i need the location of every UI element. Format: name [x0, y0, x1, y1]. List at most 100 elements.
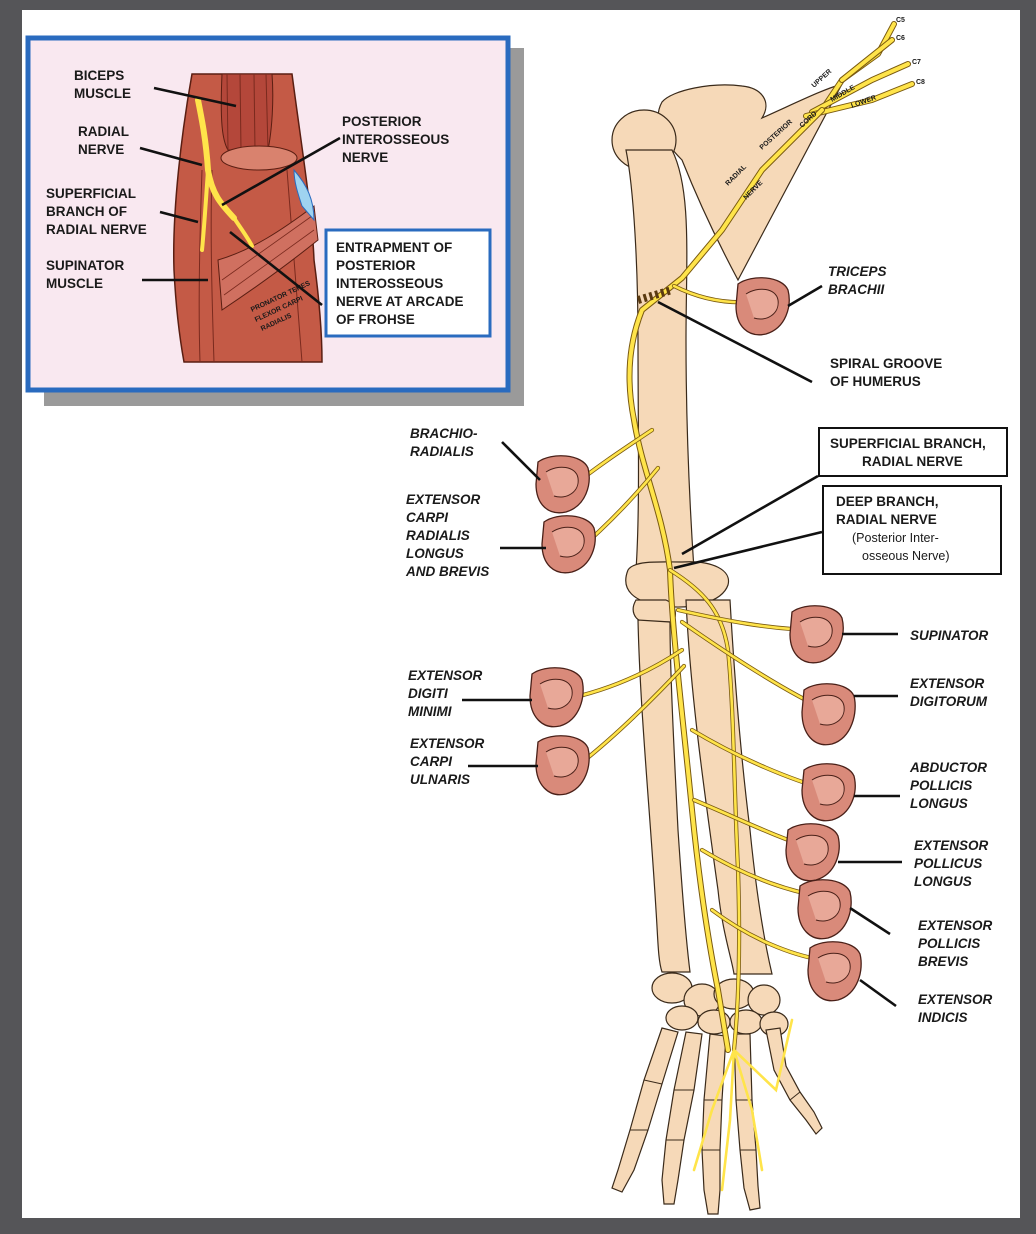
radial-nerve-leader	[139, 146, 203, 167]
svg-text:MINIMI: MINIMI	[408, 704, 452, 719]
svg-text:DIGITI: DIGITI	[408, 686, 448, 701]
label-extensor-indicis: EXTENSOR INDICIS	[918, 992, 993, 1025]
root-c5: C5	[896, 17, 905, 24]
svg-text:LONGUS: LONGUS	[406, 546, 464, 561]
brachioradialis-section	[535, 455, 590, 514]
svg-text:EXTENSOR: EXTENSOR	[918, 992, 993, 1007]
radius	[685, 599, 773, 975]
svg-text:RADIALIS: RADIALIS	[410, 444, 474, 459]
svg-text:ULNARIS: ULNARIS	[410, 772, 470, 787]
inset-panel: PRONATOR TERES FLEXOR CARPI RADIALIS BIC…	[25, 35, 524, 406]
svg-text:NERVE: NERVE	[78, 142, 124, 157]
entrapment-leader	[229, 230, 323, 307]
posterior-interosseous-leader	[221, 136, 341, 207]
ei-section	[807, 941, 862, 1002]
label-spiral-groove: SPIRAL GROOVE OF HUMERUS	[830, 356, 942, 389]
label-extensor-pollicis-brevis: EXTENSOR POLLICIS BREVIS	[918, 918, 993, 969]
ecr-section	[541, 515, 596, 574]
svg-text:RADIAL: RADIAL	[78, 124, 129, 139]
inset-label-posterior-interosseous: POSTERIOR INTEROSSEOUS NERVE	[342, 114, 449, 165]
svg-text:(Posterior Inter-: (Posterior Inter-	[852, 531, 939, 545]
svg-text:ENTRAPMENT OF: ENTRAPMENT OF	[336, 240, 452, 255]
svg-text:BRANCH OF: BRANCH OF	[46, 204, 127, 219]
svg-text:LONGUS: LONGUS	[910, 796, 968, 811]
svg-text:EXTENSOR: EXTENSOR	[410, 736, 485, 751]
trunk-upper: UPPER	[811, 68, 834, 89]
label-supinator: SUPINATOR	[910, 628, 989, 643]
root-c6: C6	[896, 35, 905, 42]
svg-text:INTEROSSEOUS: INTEROSSEOUS	[336, 276, 443, 291]
triceps-section	[735, 277, 790, 336]
superficial-branch-box: SUPERFICIAL BRANCH, RADIAL NERVE	[818, 427, 1008, 477]
deep-branch-box: DEEP BRANCH, RADIAL NERVE (Posterior Int…	[822, 485, 1002, 575]
svg-text:POLLICIS: POLLICIS	[910, 778, 972, 793]
svg-text:EXTENSOR: EXTENSOR	[408, 668, 483, 683]
svg-text:DEEP BRANCH,: DEEP BRANCH,	[836, 494, 939, 509]
svg-text:CARPI: CARPI	[406, 510, 448, 525]
label-triceps: TRICEPS BRACHII	[828, 264, 887, 297]
entrapment-box: ENTRAPMENT OF POSTERIOR INTEROSSEOUS NER…	[324, 228, 492, 338]
svg-text:RADIALIS: RADIALIS	[406, 528, 470, 543]
svg-text:DIGITORUM: DIGITORUM	[910, 694, 988, 709]
svg-text:MUSCLE: MUSCLE	[46, 276, 103, 291]
svg-text:OF FROHSE: OF FROHSE	[336, 312, 415, 327]
label-extensor-carpi-radialis: EXTENSOR CARPI RADIALIS LONGUS AND BREVI…	[405, 492, 489, 579]
epb-section	[797, 879, 852, 940]
label-extensor-digiti-minimi: EXTENSOR DIGITI MINIMI	[408, 668, 483, 719]
svg-text:BREVIS: BREVIS	[918, 954, 968, 969]
svg-text:LONGUS: LONGUS	[914, 874, 972, 889]
supinator-section	[789, 605, 844, 664]
svg-text:SUPERFICIAL BRANCH,: SUPERFICIAL BRANCH,	[830, 436, 986, 451]
svg-text:EXTENSOR: EXTENSOR	[406, 492, 481, 507]
root-c7: C7	[912, 59, 921, 66]
label-extensor-pollicus-longus: EXTENSOR POLLICUS LONGUS	[914, 838, 989, 889]
svg-text:INTEROSSEOUS: INTEROSSEOUS	[342, 132, 449, 147]
hand-bones	[611, 1027, 823, 1215]
left-leaders	[462, 441, 546, 768]
extensor-digitorum-section	[801, 683, 856, 746]
svg-text:RADIAL NERVE: RADIAL NERVE	[46, 222, 147, 237]
svg-text:SUPINATOR: SUPINATOR	[46, 258, 125, 273]
inset-label-superficial-branch: SUPERFICIAL BRANCH OF RADIAL NERVE	[46, 186, 147, 237]
svg-text:NERVE AT ARCADE: NERVE AT ARCADE	[336, 294, 464, 309]
svg-text:OF HUMERUS: OF HUMERUS	[830, 374, 921, 389]
ecu-section	[535, 735, 590, 796]
superficial-branch-leader	[159, 210, 199, 224]
svg-text:ABDUCTOR: ABDUCTOR	[909, 760, 987, 775]
muscle-sections	[529, 277, 862, 1002]
root-c8: C8	[916, 79, 925, 86]
svg-text:SPIRAL GROOVE: SPIRAL GROOVE	[830, 356, 942, 371]
svg-text:BICEPS: BICEPS	[74, 68, 124, 83]
svg-text:BRACHIO-: BRACHIO-	[410, 426, 478, 441]
svg-text:MUSCLE: MUSCLE	[74, 86, 131, 101]
edm-section	[529, 667, 584, 728]
svg-text:SUPINATOR: SUPINATOR	[910, 628, 989, 643]
label-brachioradialis: BRACHIO- RADIALIS	[410, 426, 478, 459]
svg-text:EXTENSOR: EXTENSOR	[918, 918, 993, 933]
apl-section	[801, 763, 856, 822]
svg-text:RADIAL NERVE: RADIAL NERVE	[862, 454, 963, 469]
svg-text:POSTERIOR: POSTERIOR	[336, 258, 416, 273]
ulna	[637, 619, 691, 973]
humerus	[625, 149, 695, 571]
svg-text:osseous Nerve): osseous Nerve)	[862, 549, 950, 563]
biceps-leader	[153, 86, 237, 108]
right-leaders	[657, 284, 902, 1008]
svg-text:RADIAL NERVE: RADIAL NERVE	[836, 512, 937, 527]
label-extensor-carpi-ulnaris: EXTENSOR CARPI ULNARIS	[410, 736, 485, 787]
svg-text:INDICIS: INDICIS	[918, 1010, 968, 1025]
radial-nerve-diagram: PRONATOR TERES FLEXOR CARPI RADIALIS BIC…	[25, 17, 1008, 1215]
svg-text:POLLICIS: POLLICIS	[918, 936, 980, 951]
label-abductor-pollicis-longus: ABDUCTOR POLLICIS LONGUS	[909, 760, 987, 811]
label-extensor-digitorum: EXTENSOR DIGITORUM	[910, 676, 988, 709]
inset-label-supinator-muscle: SUPINATOR MUSCLE	[46, 258, 125, 291]
svg-text:TRICEPS: TRICEPS	[828, 264, 887, 279]
svg-text:POLLICUS: POLLICUS	[914, 856, 982, 871]
epl-section	[785, 823, 840, 882]
inset-label-biceps: BICEPS MUSCLE	[74, 68, 131, 101]
svg-text:POSTERIOR: POSTERIOR	[342, 114, 422, 129]
svg-text:NERVE: NERVE	[342, 150, 388, 165]
diagram-canvas: PRONATOR TERES FLEXOR CARPI RADIALIS BIC…	[22, 10, 1020, 1218]
inset-label-radial-nerve: RADIAL NERVE	[78, 124, 129, 157]
svg-text:EXTENSOR: EXTENSOR	[914, 838, 989, 853]
